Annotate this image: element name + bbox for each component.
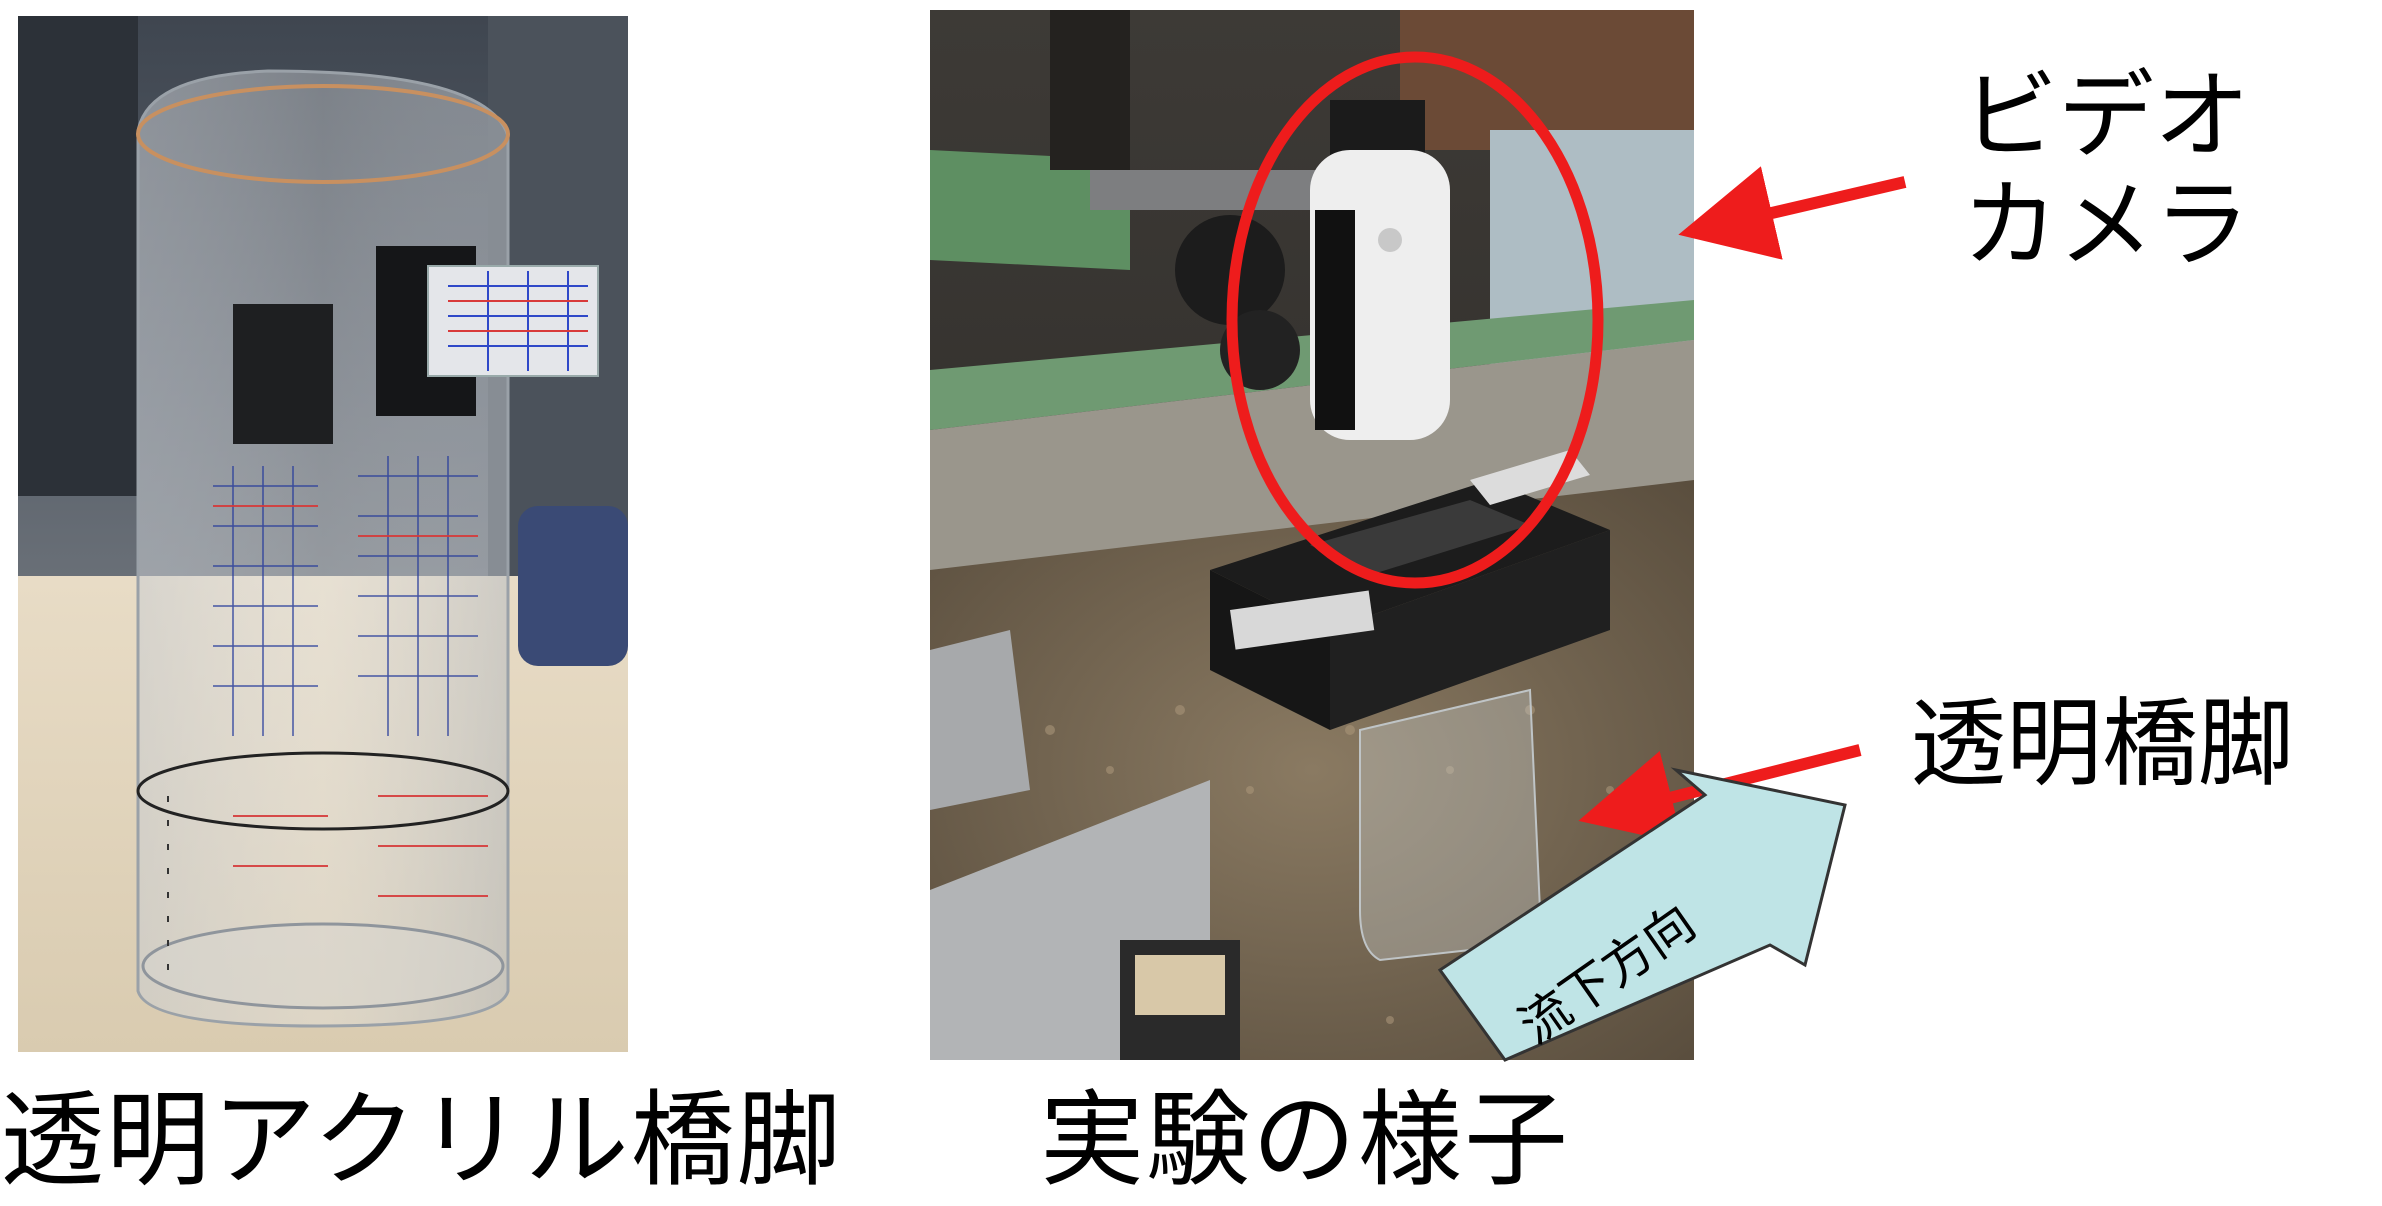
experiment-setup-image [930,10,1694,1060]
experiment-setup-photo [930,10,1694,1060]
acrylic-pier-photo [18,16,628,1052]
caption-acrylic-pier: 透明アクリル橋脚 [0,1079,843,1201]
label-video-camera-line2: カメラ [1962,169,2250,282]
camera-arrow [1678,166,1907,260]
acrylic-pier-image [18,16,628,1052]
caption-experiment: 実験の様子 [1040,1079,1571,1201]
label-video-camera: ビデオ カメラ [1962,60,2250,282]
label-video-camera-line1: ビデオ [1962,60,2250,172]
label-transparent-pier: 透明橋脚 [1910,688,2294,800]
